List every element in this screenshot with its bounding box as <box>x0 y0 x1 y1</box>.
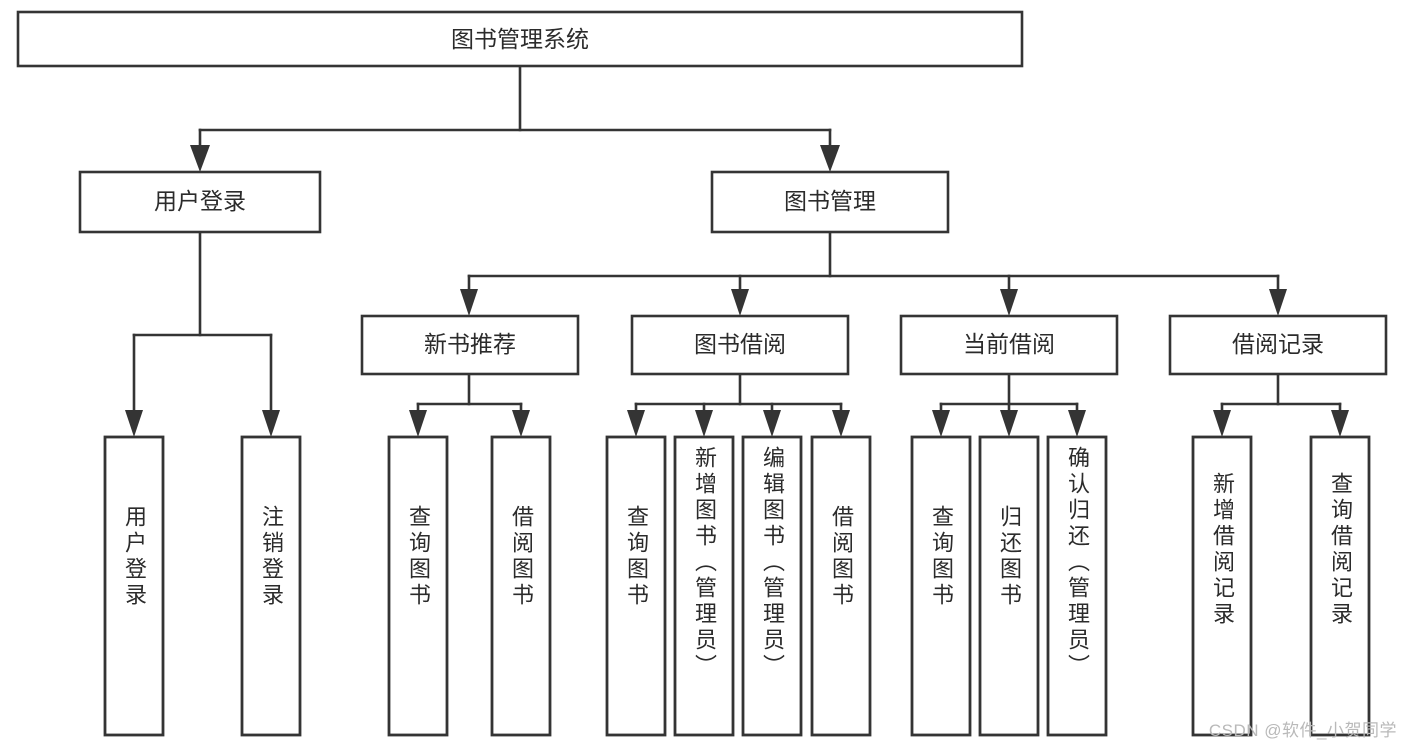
node-box-leaf-add-book[interactable] <box>673 435 735 737</box>
arrow-head-leaf-return-book <box>1000 410 1018 437</box>
connectors-root-to-level2 <box>190 64 840 172</box>
arrow-head-borrow-record <box>1269 289 1287 316</box>
connectors-borrow-record-to-leaves <box>1213 372 1349 437</box>
node-box-leaf-borrow-book-2[interactable] <box>810 435 872 737</box>
connectors-current-borrow-to-leaves <box>932 372 1086 437</box>
connectors-book-manage-to-level3 <box>460 230 1287 316</box>
node-label-borrow-record: 借阅记录 <box>1232 331 1324 357</box>
arrow-head-leaf-query-book-3 <box>932 410 950 437</box>
node-label-book-manage: 图书管理 <box>784 188 876 214</box>
node-box-leaf-query-book-1[interactable] <box>387 435 449 737</box>
arrow-head-leaf-borrow-book-2 <box>832 410 850 437</box>
node-box-root[interactable] <box>16 10 1024 68</box>
node-box-leaf-return-book[interactable] <box>978 435 1040 737</box>
node-box-leaf-add-record[interactable] <box>1191 435 1253 737</box>
node-box-current-borrow[interactable] <box>899 314 1119 376</box>
node-box-leaf-query-book-3[interactable] <box>910 435 972 737</box>
arrow-head-leaf-edit-book <box>763 410 781 437</box>
arrow-head-new-book-recommend <box>460 289 478 316</box>
node-label-new-book-recommend: 新书推荐 <box>424 331 516 357</box>
node-box-leaf-borrow-book-1[interactable] <box>490 435 552 737</box>
arrow-head-book-borrow <box>731 289 749 316</box>
arrow-head-leaf-add-record <box>1213 410 1231 437</box>
node-label-user-login: 用户登录 <box>154 188 246 214</box>
node-label-book-borrow: 图书借阅 <box>694 331 786 357</box>
arrow-head-user-login <box>190 145 210 172</box>
arrow-head-leaf-confirm-return <box>1068 410 1086 437</box>
node-box-leaf-confirm-return[interactable] <box>1046 435 1108 737</box>
arrow-head-leaf-borrow-book-1 <box>512 410 530 437</box>
node-box-leaf-edit-book[interactable] <box>741 435 803 737</box>
node-label-current-borrow: 当前借阅 <box>963 331 1055 357</box>
arrow-head-leaf-query-book-1 <box>409 410 427 437</box>
node-box-borrow-record[interactable] <box>1168 314 1388 376</box>
csdn-watermark: CSDN @软件_小贺同学 <box>1208 721 1397 740</box>
node-box-user-login[interactable] <box>78 170 322 234</box>
connectors-new-book-recommend-to-leaves <box>409 372 530 437</box>
node-box-book-manage[interactable] <box>710 170 950 234</box>
arrow-head-leaf-logout-login <box>262 410 280 437</box>
node-box-book-borrow[interactable] <box>630 314 850 376</box>
arrow-head-leaf-query-book-2 <box>627 410 645 437</box>
arrow-head-leaf-query-record <box>1331 410 1349 437</box>
node-box-leaf-logout-login[interactable] <box>240 435 302 737</box>
node-box-leaf-query-book-2[interactable] <box>605 435 667 737</box>
connectors-book-borrow-to-leaves <box>627 372 850 437</box>
connectors-user-login-to-leaves <box>125 230 280 437</box>
arrow-head-leaf-add-book <box>695 410 713 437</box>
node-box-new-book-recommend[interactable] <box>360 314 580 376</box>
node-box-leaf-query-record[interactable] <box>1309 435 1371 737</box>
node-box-leaf-user-login[interactable] <box>103 435 165 737</box>
arrow-head-leaf-user-login <box>125 410 143 437</box>
node-label-root: 图书管理系统 <box>451 26 589 52</box>
arrow-head-current-borrow <box>1000 289 1018 316</box>
arrow-head-book-manage <box>820 145 840 172</box>
